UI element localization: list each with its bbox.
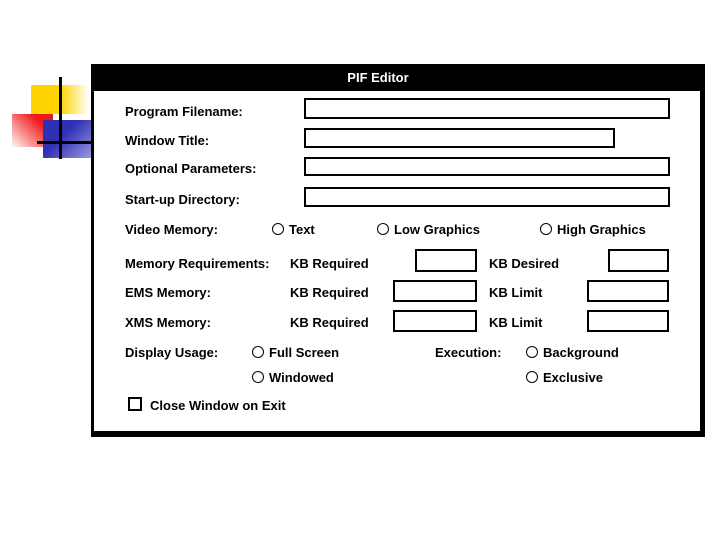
video-memory-high-graphics-label: High Graphics: [557, 222, 646, 237]
xms-kb-limit-input[interactable]: [587, 310, 669, 332]
xms-kb-limit-label: KB Limit: [489, 315, 543, 330]
memory-requirements-kb-desired-label: KB Desired: [489, 256, 560, 271]
execution-label: Execution:: [435, 345, 502, 360]
ems-kb-limit-label: KB Limit: [489, 285, 543, 300]
video-memory-low-graphics-radio[interactable]: [377, 223, 389, 235]
close-window-on-exit-checkbox[interactable]: [128, 397, 142, 411]
xms-kb-required-label: KB Required: [290, 315, 369, 330]
pif-editor-dialog: PIF Editor Program Filename: Window Titl…: [91, 64, 705, 437]
display-usage-full-screen-label: Full Screen: [269, 345, 340, 360]
execution-background-radio[interactable]: [526, 346, 538, 358]
ems-kb-required-label: KB Required: [290, 285, 369, 300]
ems-kb-required-input[interactable]: [393, 280, 477, 302]
dialog-titlebar[interactable]: PIF Editor: [91, 64, 705, 91]
close-window-on-exit-label: Close Window on Exit: [150, 398, 286, 413]
xms-kb-required-input[interactable]: [393, 310, 477, 332]
ems-kb-limit-input[interactable]: [587, 280, 669, 302]
logo-blue-square: [43, 120, 93, 158]
video-memory-label: Video Memory:: [125, 222, 218, 237]
memory-requirements-kb-required-label: KB Required: [290, 256, 369, 271]
display-usage-windowed-label: Windowed: [269, 370, 334, 385]
program-filename-label: Program Filename:: [125, 104, 243, 119]
startup-directory-label: Start-up Directory:: [125, 192, 240, 207]
execution-background-label: Background: [543, 345, 619, 360]
optional-parameters-input[interactable]: [304, 157, 670, 176]
execution-exclusive-label: Exclusive: [543, 370, 603, 385]
window-title-input[interactable]: [304, 128, 615, 148]
video-memory-text-radio[interactable]: [272, 223, 284, 235]
dialog-title: PIF Editor: [347, 70, 409, 85]
video-memory-low-graphics-label: Low Graphics: [394, 222, 480, 237]
memory-requirements-kb-required-input[interactable]: [415, 249, 477, 272]
startup-directory-input[interactable]: [304, 187, 670, 207]
display-usage-label: Display Usage:: [125, 345, 219, 360]
video-memory-high-graphics-radio[interactable]: [540, 223, 552, 235]
display-usage-windowed-radio[interactable]: [252, 371, 264, 383]
memory-requirements-label: Memory Requirements:: [125, 256, 270, 271]
logo-horizontal-line: [37, 141, 95, 144]
window-title-label: Window Title:: [125, 133, 210, 148]
ems-memory-label: EMS Memory:: [125, 285, 211, 300]
program-filename-input[interactable]: [304, 98, 670, 119]
logo-vertical-line: [59, 77, 62, 159]
display-usage-full-screen-radio[interactable]: [252, 346, 264, 358]
memory-requirements-kb-desired-input[interactable]: [608, 249, 669, 272]
video-memory-text-label: Text: [289, 222, 315, 237]
optional-parameters-label: Optional Parameters:: [125, 161, 257, 176]
xms-memory-label: XMS Memory:: [125, 315, 211, 330]
execution-exclusive-radio[interactable]: [526, 371, 538, 383]
